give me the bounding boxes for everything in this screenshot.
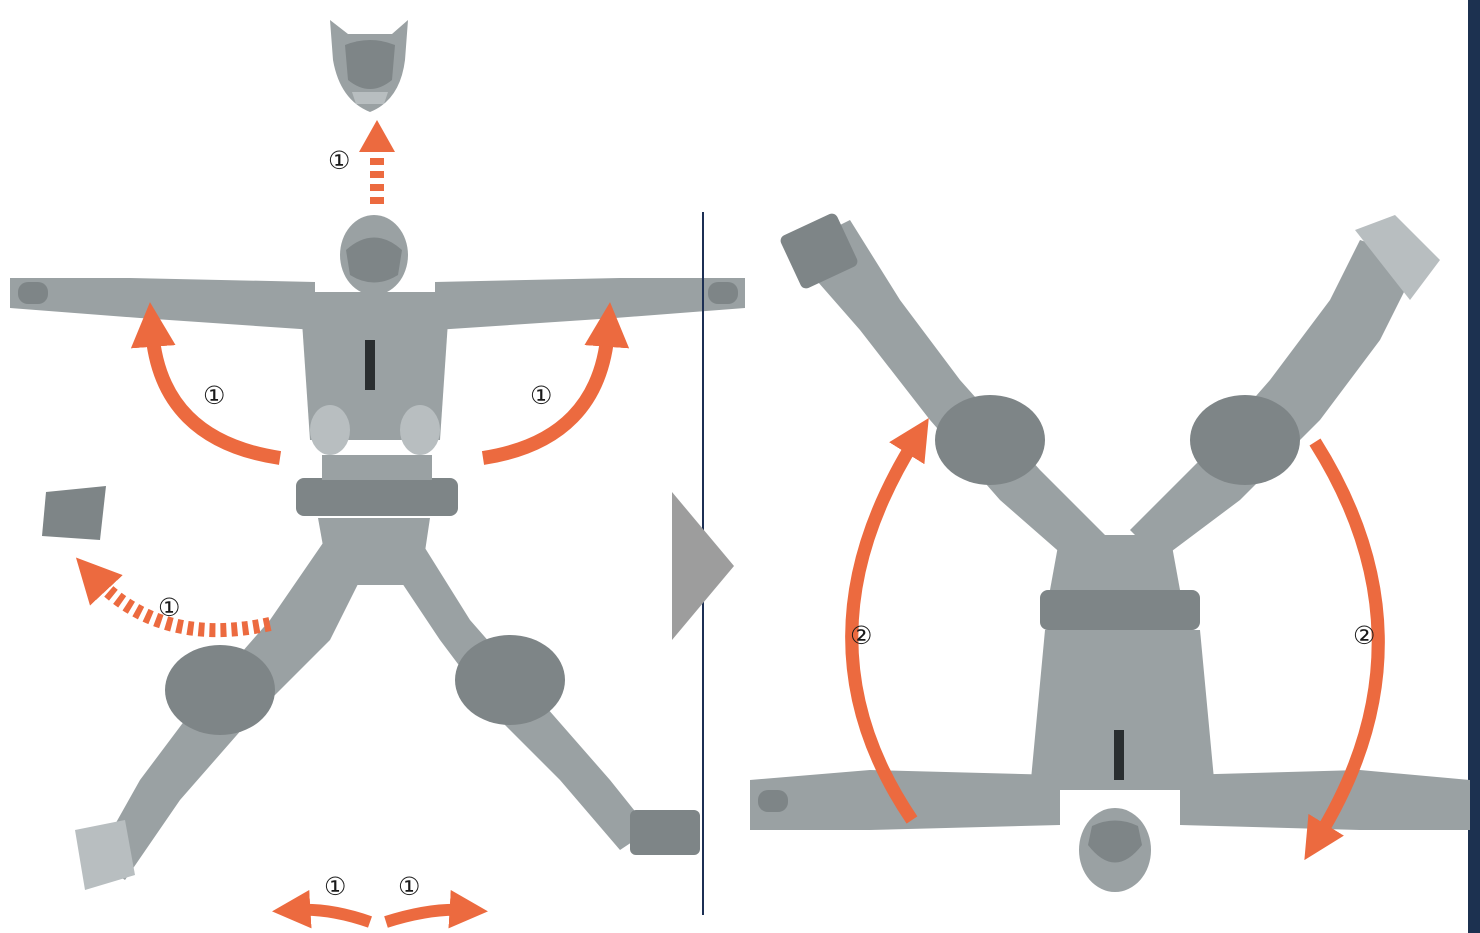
- arrow-spread-right-leg: [386, 910, 464, 922]
- step-marker: ①: [324, 872, 346, 901]
- step-marker: ①: [398, 872, 420, 901]
- arrow-spread-left-leg: [296, 910, 370, 922]
- step-marker: ①: [158, 593, 180, 622]
- left-panel: ①: [10, 20, 745, 922]
- step-marker: ②: [850, 621, 872, 650]
- detached-small-part: [42, 486, 106, 540]
- figure-before: [10, 215, 745, 890]
- arrow-remove-small-part: [95, 578, 270, 630]
- step-marker: ②: [1353, 621, 1375, 650]
- arrow-remove-head: [359, 120, 395, 204]
- step-marker: ①: [328, 146, 350, 175]
- detached-head-part: [330, 20, 408, 112]
- step-marker: ①: [203, 381, 225, 410]
- right-panel: ② ②: [750, 212, 1470, 892]
- step-marker: ①: [530, 381, 552, 410]
